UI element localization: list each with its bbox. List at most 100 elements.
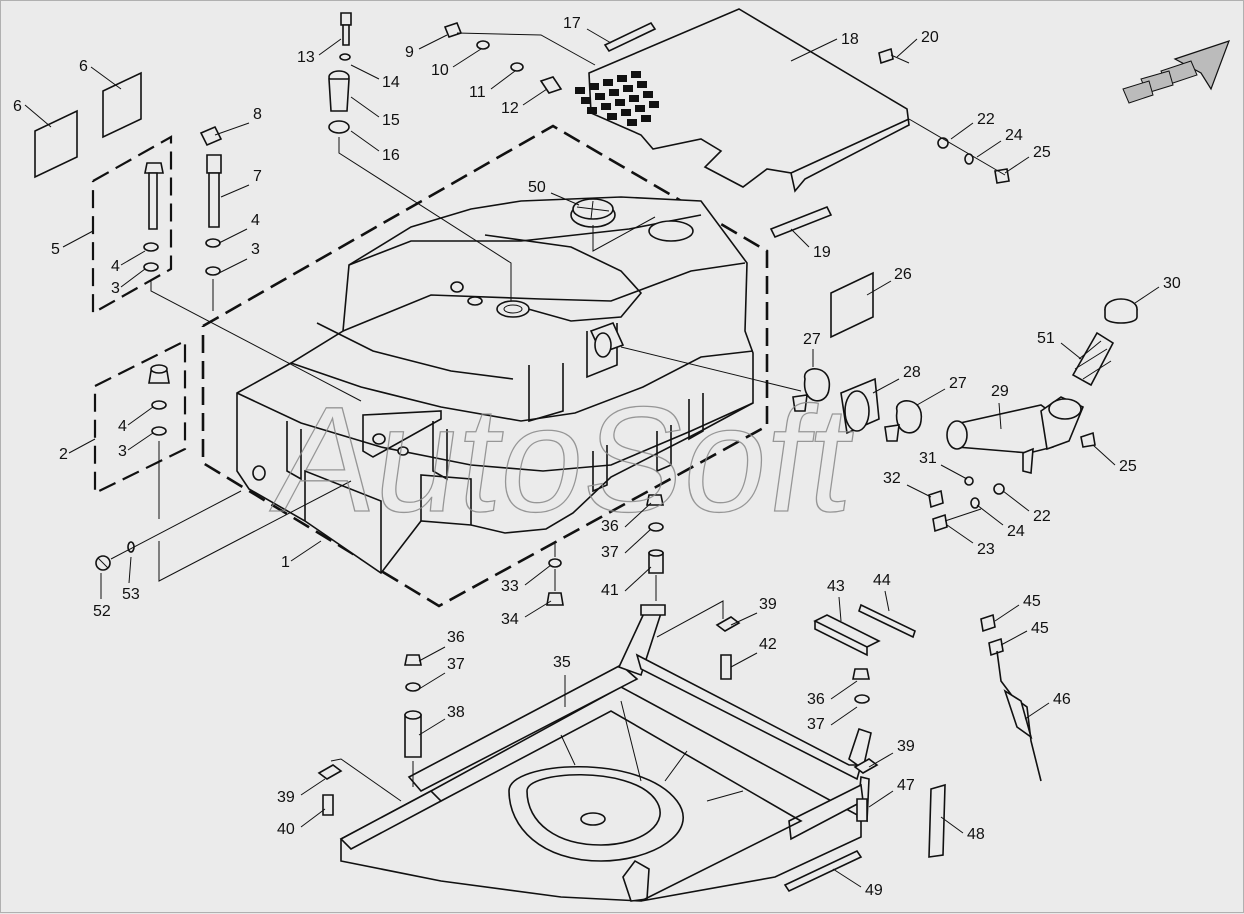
callout-c36a: 36 [601, 502, 652, 535]
rubber-strip-49 [783, 849, 863, 893]
callout-leader-line [418, 646, 446, 662]
callout-c37b: 37 [418, 656, 465, 690]
callout-number: 5 [51, 241, 60, 258]
callout-leader-line [884, 590, 890, 612]
callout-number: 25 [1033, 144, 1051, 161]
callout-c26: 26 [866, 266, 912, 296]
callout-number: 37 [601, 544, 619, 561]
callout-number: 6 [79, 58, 88, 75]
tank-cradle-frame [330, 600, 872, 902]
callout-leader-line [350, 64, 380, 80]
callout-leader-line [994, 604, 1020, 622]
callout-leader-line [550, 192, 580, 206]
callout-number: 39 [897, 738, 915, 755]
callout-leader-line [418, 34, 448, 50]
callout-c31: 31 [919, 450, 968, 480]
callout-c4a: 4 [111, 250, 146, 275]
callout-leader-line [300, 808, 326, 828]
callout-c27b: 27 [916, 375, 967, 406]
callout-number: 8 [253, 106, 262, 123]
callout-number: 24 [1007, 523, 1025, 540]
callout-c43: 43 [827, 578, 845, 622]
rubber-pad-6 [34, 71, 142, 179]
callout-c35: 35 [553, 654, 571, 707]
callout-number: 37 [807, 716, 825, 733]
callout-number: 28 [903, 364, 921, 381]
callout-number: 11 [469, 84, 486, 101]
callout-c28: 28 [872, 364, 921, 394]
callout-c45b: 45 [1000, 620, 1049, 646]
callout-number: 52 [93, 603, 111, 620]
callout-c22b: 22 [1002, 490, 1051, 525]
callout-number: 4 [111, 258, 120, 275]
callout-number: 48 [967, 826, 985, 843]
callout-leader-line [976, 504, 1004, 526]
callout-number: 47 [897, 777, 915, 794]
callout-leader-line [127, 432, 154, 451]
callout-c52: 52 [93, 573, 111, 620]
callout-number: 6 [13, 98, 22, 115]
callout-leader-line [866, 280, 892, 296]
callout-c32: 32 [883, 470, 932, 498]
tension-strap-46 [980, 613, 1042, 782]
callout-c2: 2 [59, 438, 96, 463]
callout-c7: 7 [220, 168, 262, 198]
callout-number: 51 [1037, 330, 1055, 347]
callout-leader-line [120, 250, 146, 266]
callout-leader-line [524, 600, 552, 618]
callout-c45a: 45 [994, 593, 1041, 622]
group-box-5 [91, 135, 173, 315]
callout-leader-line [624, 502, 652, 528]
callout-c17: 17 [563, 15, 612, 44]
callout-number: 10 [431, 62, 449, 79]
callout-c38: 38 [418, 704, 465, 736]
fasteners-20-25 [878, 47, 1010, 184]
callout-c25a: 25 [1004, 144, 1051, 174]
callout-leader-line [350, 96, 380, 118]
callout-c4b: 4 [218, 212, 260, 244]
callout-number: 22 [1033, 508, 1051, 525]
callout-number: 33 [501, 578, 519, 595]
callout-leader-line [62, 230, 94, 248]
drain-plug-2 [148, 364, 352, 582]
group-box-2 [93, 339, 187, 495]
callout-leader-line [868, 752, 894, 768]
callout-number: 23 [977, 541, 995, 558]
callout-leader-line [832, 868, 862, 888]
bar-44 [858, 603, 916, 639]
callout-c49: 49 [832, 868, 883, 899]
callout-number: 36 [601, 518, 619, 535]
callout-c48: 48 [940, 816, 985, 843]
callout-leader-line [127, 406, 154, 426]
callout-leader-line [128, 556, 132, 584]
callout-c5: 5 [51, 230, 94, 258]
callout-c40: 40 [277, 808, 326, 838]
callout-number: 12 [501, 100, 519, 117]
callout-c8: 8 [214, 106, 262, 136]
mount-spacer-38 [404, 654, 422, 787]
callout-number: 49 [865, 882, 883, 899]
callout-number: 39 [759, 596, 777, 613]
rubber-pad-26 [830, 271, 874, 339]
callout-c39c: 39 [277, 778, 326, 806]
callout-c44: 44 [873, 572, 891, 612]
callout-number: 41 [601, 582, 619, 599]
callout-leader-line [68, 438, 96, 454]
callout-leader-line [906, 484, 932, 498]
callout-leader-line [490, 70, 516, 90]
callout-number: 34 [501, 611, 519, 628]
callout-c24b: 24 [976, 504, 1025, 540]
callout-number: 37 [447, 656, 465, 673]
callout-leader-line [218, 228, 248, 244]
callout-number: 3 [251, 241, 260, 258]
callout-leader-line [318, 38, 342, 56]
callout-leader-line [624, 566, 652, 592]
callout-number: 30 [1163, 275, 1181, 292]
callout-number: 46 [1053, 691, 1071, 708]
callout-c3a: 3 [111, 268, 146, 297]
callout-number: 43 [827, 578, 845, 595]
mount-spacer-41 [546, 494, 664, 606]
callout-number: 27 [949, 375, 967, 392]
callout-c24a: 24 [976, 127, 1023, 158]
